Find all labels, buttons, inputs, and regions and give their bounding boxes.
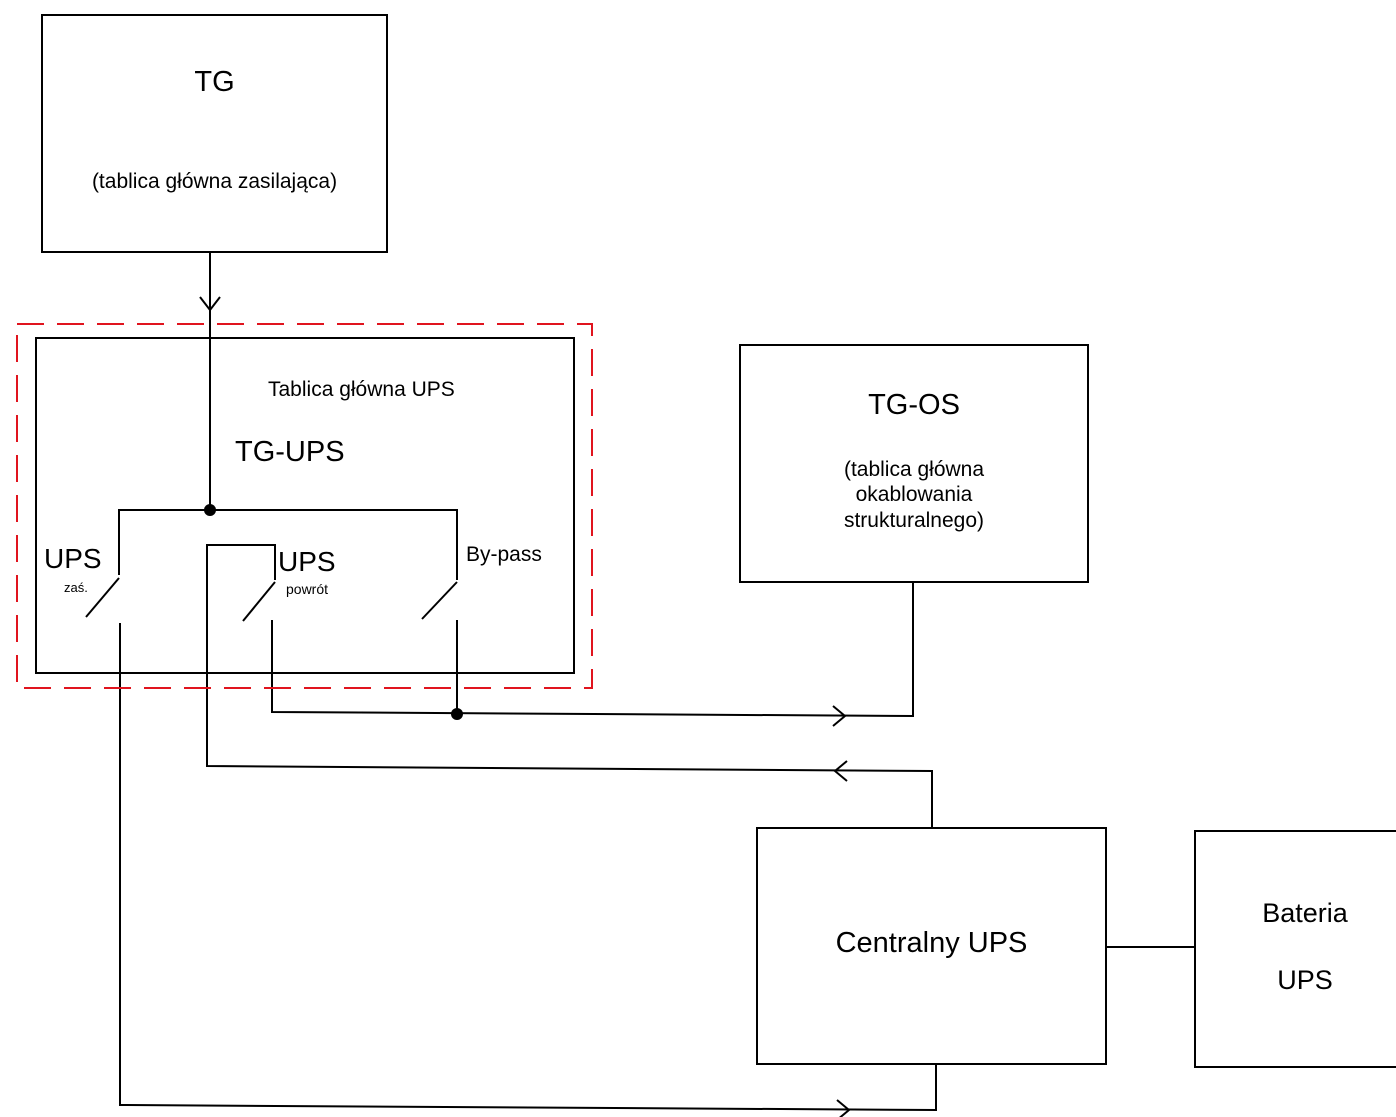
switch-supply-label: UPS: [44, 543, 102, 574]
switch-return-blade: [242, 581, 276, 622]
ups-output-arrow: [833, 760, 848, 782]
switch-bypass-blade: [421, 581, 458, 620]
tg-title: TG: [194, 66, 235, 98]
tg-ups-caption: Tablica główna UPS: [268, 378, 455, 401]
central-ups-title: Centralny UPS: [835, 927, 1028, 959]
switch-return-label: UPS: [278, 546, 336, 577]
battery-box: [1194, 830, 1396, 1068]
switch-bypass-label: By-pass: [466, 543, 542, 566]
ups-output-line: [206, 665, 933, 828]
busbar: [118, 509, 458, 580]
battery-title-line1: Bateria: [1262, 898, 1348, 928]
tg-subtitle: (tablica główna zasilająca): [91, 170, 338, 193]
busbar-junction-dot: [204, 504, 216, 516]
tg-box: [41, 14, 388, 253]
tg-ups-title: TG-UPS: [235, 436, 345, 468]
tg-os-desc-line3: strukturalnego): [843, 509, 985, 532]
boundary-dashed: [16, 323, 593, 689]
switch-supply-sublabel: zaś.: [64, 580, 88, 595]
battery-title-line2: UPS: [1277, 965, 1333, 995]
return-out-line: [271, 582, 914, 718]
feed-arrow: [199, 296, 221, 312]
return-lead: [206, 544, 276, 665]
tg-os-desc-line2: okablowania: [855, 483, 973, 506]
switch-return-sublabel: powrót: [286, 581, 329, 597]
tg-os-desc-line1: (tablica główna: [843, 458, 985, 481]
ups-supply-line: [119, 623, 937, 1112]
tg-ups-box: [35, 337, 575, 674]
switch-supply-blade: [85, 577, 120, 618]
output-junction-dot: [451, 708, 463, 720]
tg-os-arrow: [832, 705, 847, 727]
tg-os-title: TG-OS: [868, 389, 960, 421]
